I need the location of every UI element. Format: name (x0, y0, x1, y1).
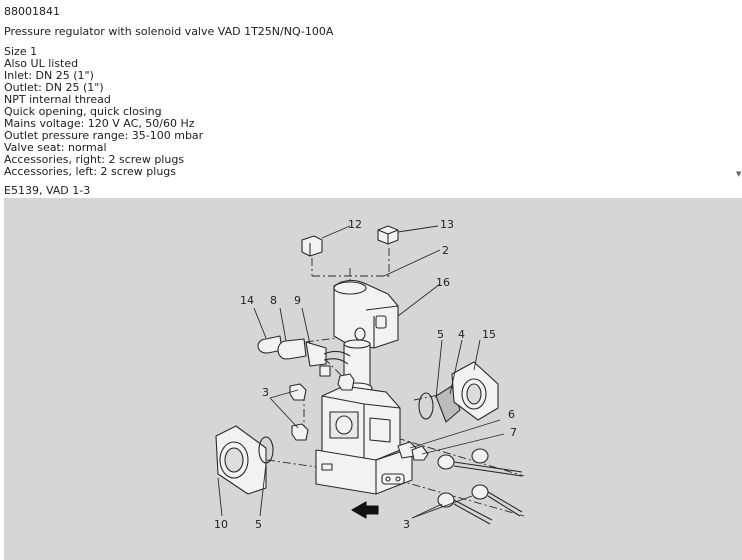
callout-label: 15 (482, 328, 496, 341)
callout-label: 4 (458, 328, 465, 341)
spec-line: Also UL listed (4, 57, 79, 70)
part-3-plug-lower (291, 423, 309, 441)
spec-line: Valve seat: normal (4, 141, 107, 154)
scroll-down-icon[interactable]: ▼ (736, 170, 742, 178)
spec-line: Outlet: DN 25 (1") (4, 81, 104, 94)
callout-label: 9 (294, 294, 301, 307)
drawing-caption: E5139, VAD 1-3 (4, 184, 91, 197)
leader-lines (217, 225, 505, 519)
exploded-view-drawing: 12 13 2 16 14 8 9 5 4 15 3 6 7 10 5 3 (4, 198, 742, 560)
callout-label: 7 (510, 426, 517, 439)
part-10-flange (215, 425, 267, 495)
callout-label: 10 (214, 518, 228, 531)
description-pane[interactable]: 88001841 Pressure regulator with solenoi… (0, 0, 736, 185)
callout-label: 8 (270, 294, 277, 307)
spec-line: Outlet pressure range: 35-100 mbar (4, 129, 204, 142)
part-15-flange (451, 361, 499, 421)
part-5-o-ring-right (418, 392, 434, 420)
callout-label: 16 (436, 276, 450, 289)
part-3-plug-right-1 (437, 454, 523, 477)
part-3-plug-right-3 (437, 492, 493, 525)
product-title: Pressure regulator with solenoid valve V… (4, 25, 334, 38)
callout-label: 6 (508, 408, 515, 421)
callout-label: 5 (437, 328, 444, 341)
spec-line: Mains voltage: 120 V AC, 50/60 Hz (4, 117, 195, 130)
exploded-view-svg: 12 13 2 16 14 8 9 5 4 15 3 6 7 10 5 3 (214, 218, 525, 531)
spec-line: Accessories, left: 2 screw plugs (4, 165, 177, 178)
callout-label: 13 (440, 218, 454, 231)
part-7-screw (411, 445, 429, 461)
callout-label: 12 (348, 218, 362, 231)
callout-label: 14 (240, 294, 254, 307)
part-12-plug (301, 235, 323, 257)
spec-line: Accessories, right: 2 screw plugs (4, 153, 185, 166)
extra-plug (337, 373, 355, 391)
part-2-solenoid-coil (333, 279, 399, 349)
part-3-plug-right-4 (471, 484, 523, 517)
part-5-o-ring-left (258, 436, 274, 464)
spec-line: Inlet: DN 25 (1") (4, 69, 94, 82)
part-3-plug-upper (289, 383, 307, 401)
flow-arrow-icon (351, 501, 379, 519)
callout-label: 5 (255, 518, 262, 531)
part-9-cable-gland (305, 341, 351, 377)
part-3-plug-right-2 (471, 448, 489, 464)
spec-line: Size 1 (4, 45, 38, 58)
spec-line: NPT internal thread (4, 93, 111, 106)
callout-label: 3 (262, 386, 269, 399)
part-13-nut (377, 225, 399, 245)
article-number: 88001841 (4, 5, 60, 18)
part-8-fitting (277, 338, 307, 360)
callout-label: 2 (442, 244, 449, 257)
spec-line: Quick opening, quick closing (4, 105, 162, 118)
callout-labels: 12 13 2 16 14 8 9 5 4 15 3 6 7 10 5 3 (214, 218, 517, 531)
callout-label: 3 (403, 518, 410, 531)
valve-body (315, 385, 413, 495)
